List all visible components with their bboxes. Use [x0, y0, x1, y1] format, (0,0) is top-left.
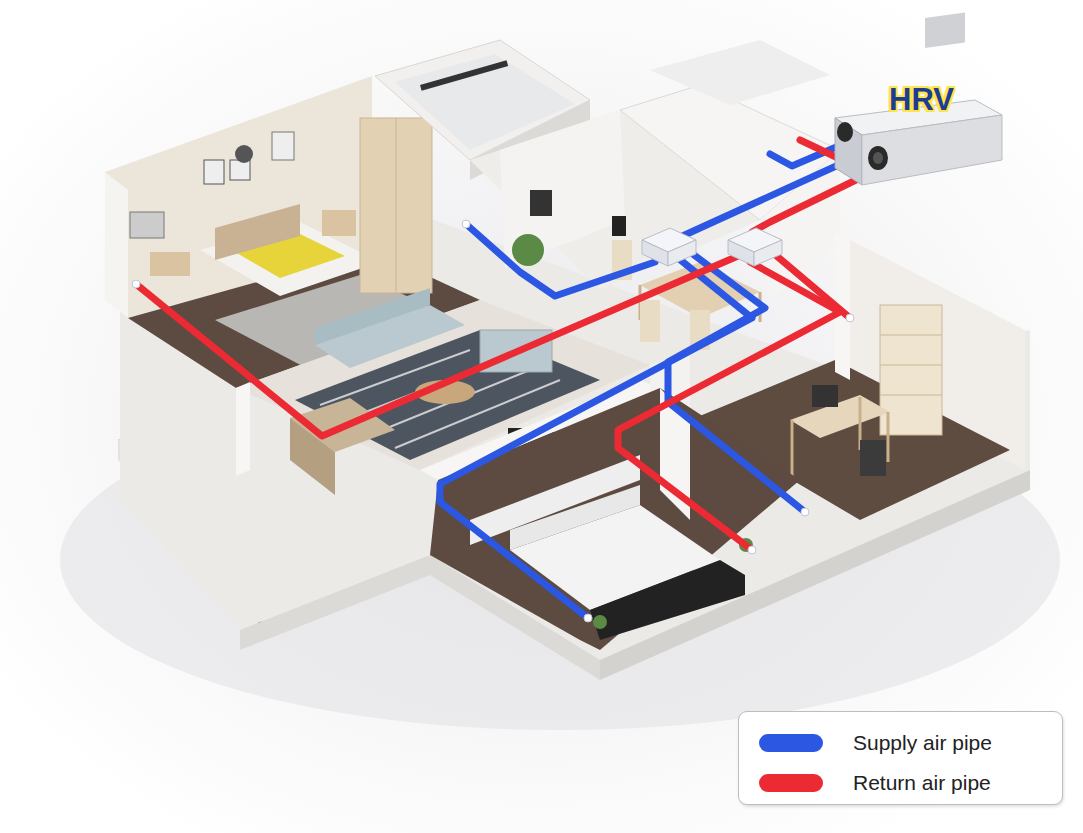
splitter-boxes-part	[642, 240, 668, 266]
left-bedroom-part	[396, 118, 397, 293]
left-bedroom-part	[272, 132, 294, 160]
hrv-unit	[835, 12, 1002, 185]
pipe-outlets-part	[584, 614, 592, 622]
dining-kitchen-part	[640, 300, 660, 342]
dining-kitchen	[470, 40, 840, 350]
supply-air-pipes-part	[466, 224, 655, 296]
splitter-boxes-part	[728, 240, 754, 266]
left-bedroom-part	[105, 172, 128, 318]
return-air-pipes-part	[752, 178, 860, 232]
pipe-outlets-part	[801, 508, 809, 516]
return-air-pipes	[136, 140, 880, 550]
legend-text: Supply air pipe	[853, 731, 992, 755]
dining-kitchen-part	[500, 110, 625, 268]
left-bedroom-part	[150, 252, 190, 276]
splitter-boxes	[642, 228, 782, 266]
bottom-bedroom	[430, 388, 800, 650]
left-bedroom-part	[215, 204, 300, 260]
return-air-pipes-part	[618, 262, 840, 550]
pipe-outlets-part	[132, 280, 140, 288]
study-part	[792, 397, 888, 478]
pipe-outlets-part	[748, 546, 756, 554]
hrv-unit-part	[873, 152, 883, 164]
supply-air-pipes-part	[668, 252, 805, 512]
legend-box: Supply air pipeReturn air pipe	[738, 711, 1063, 805]
left-bedroom-part	[322, 210, 356, 236]
left-bedroom-part	[235, 145, 253, 163]
bathroom-part	[420, 60, 508, 91]
return-air-pipes-part	[772, 252, 850, 318]
interior-walls-part	[236, 382, 250, 476]
study-part	[812, 385, 838, 407]
dining-kitchen-part	[650, 40, 830, 105]
left-bedroom-part	[204, 160, 224, 184]
floor-slab	[120, 200, 1030, 680]
bottom-bedroom-part	[593, 615, 607, 629]
left-bedroom-part	[230, 160, 250, 180]
hrv-unit-part	[862, 115, 1002, 185]
pipe-outlets-part	[846, 314, 854, 322]
legend-text: Return air pipe	[853, 771, 991, 795]
left-bedroom-part	[360, 118, 432, 293]
dining-kitchen-part	[612, 216, 626, 236]
supply-air-pipes	[440, 136, 862, 618]
unit-label: HRV	[889, 82, 954, 118]
bottom-bedroom-part	[470, 455, 640, 545]
bottom-bedroom-part	[590, 560, 745, 640]
legend-row: Supply air pipe	[759, 728, 992, 758]
pipe-outlets-part	[462, 220, 470, 228]
legend-swatch	[759, 774, 823, 792]
hrv-unit-part	[868, 146, 888, 170]
splitter-boxes-part	[668, 240, 696, 266]
study-part	[880, 335, 942, 395]
splitter-boxes-part	[754, 240, 782, 266]
hrv-unit-part	[837, 122, 853, 142]
dining-kitchen-part	[512, 234, 544, 266]
bottom-bedroom-part	[430, 388, 800, 650]
legend-row: Return air pipe	[759, 768, 991, 798]
pipe-outlets	[132, 220, 854, 622]
living-room-part	[315, 288, 430, 345]
supply-air-pipes-part	[440, 258, 752, 618]
floor-slab-part	[120, 200, 1030, 660]
study-part	[790, 395, 890, 438]
legend-swatch	[759, 734, 823, 752]
return-air-pipes-part	[136, 256, 738, 436]
hrv-unit-part	[835, 118, 862, 185]
dining-kitchen-part	[530, 190, 552, 216]
hrv-unit-part	[925, 12, 965, 48]
left-bedroom-part	[130, 212, 164, 238]
study-part	[860, 440, 886, 476]
